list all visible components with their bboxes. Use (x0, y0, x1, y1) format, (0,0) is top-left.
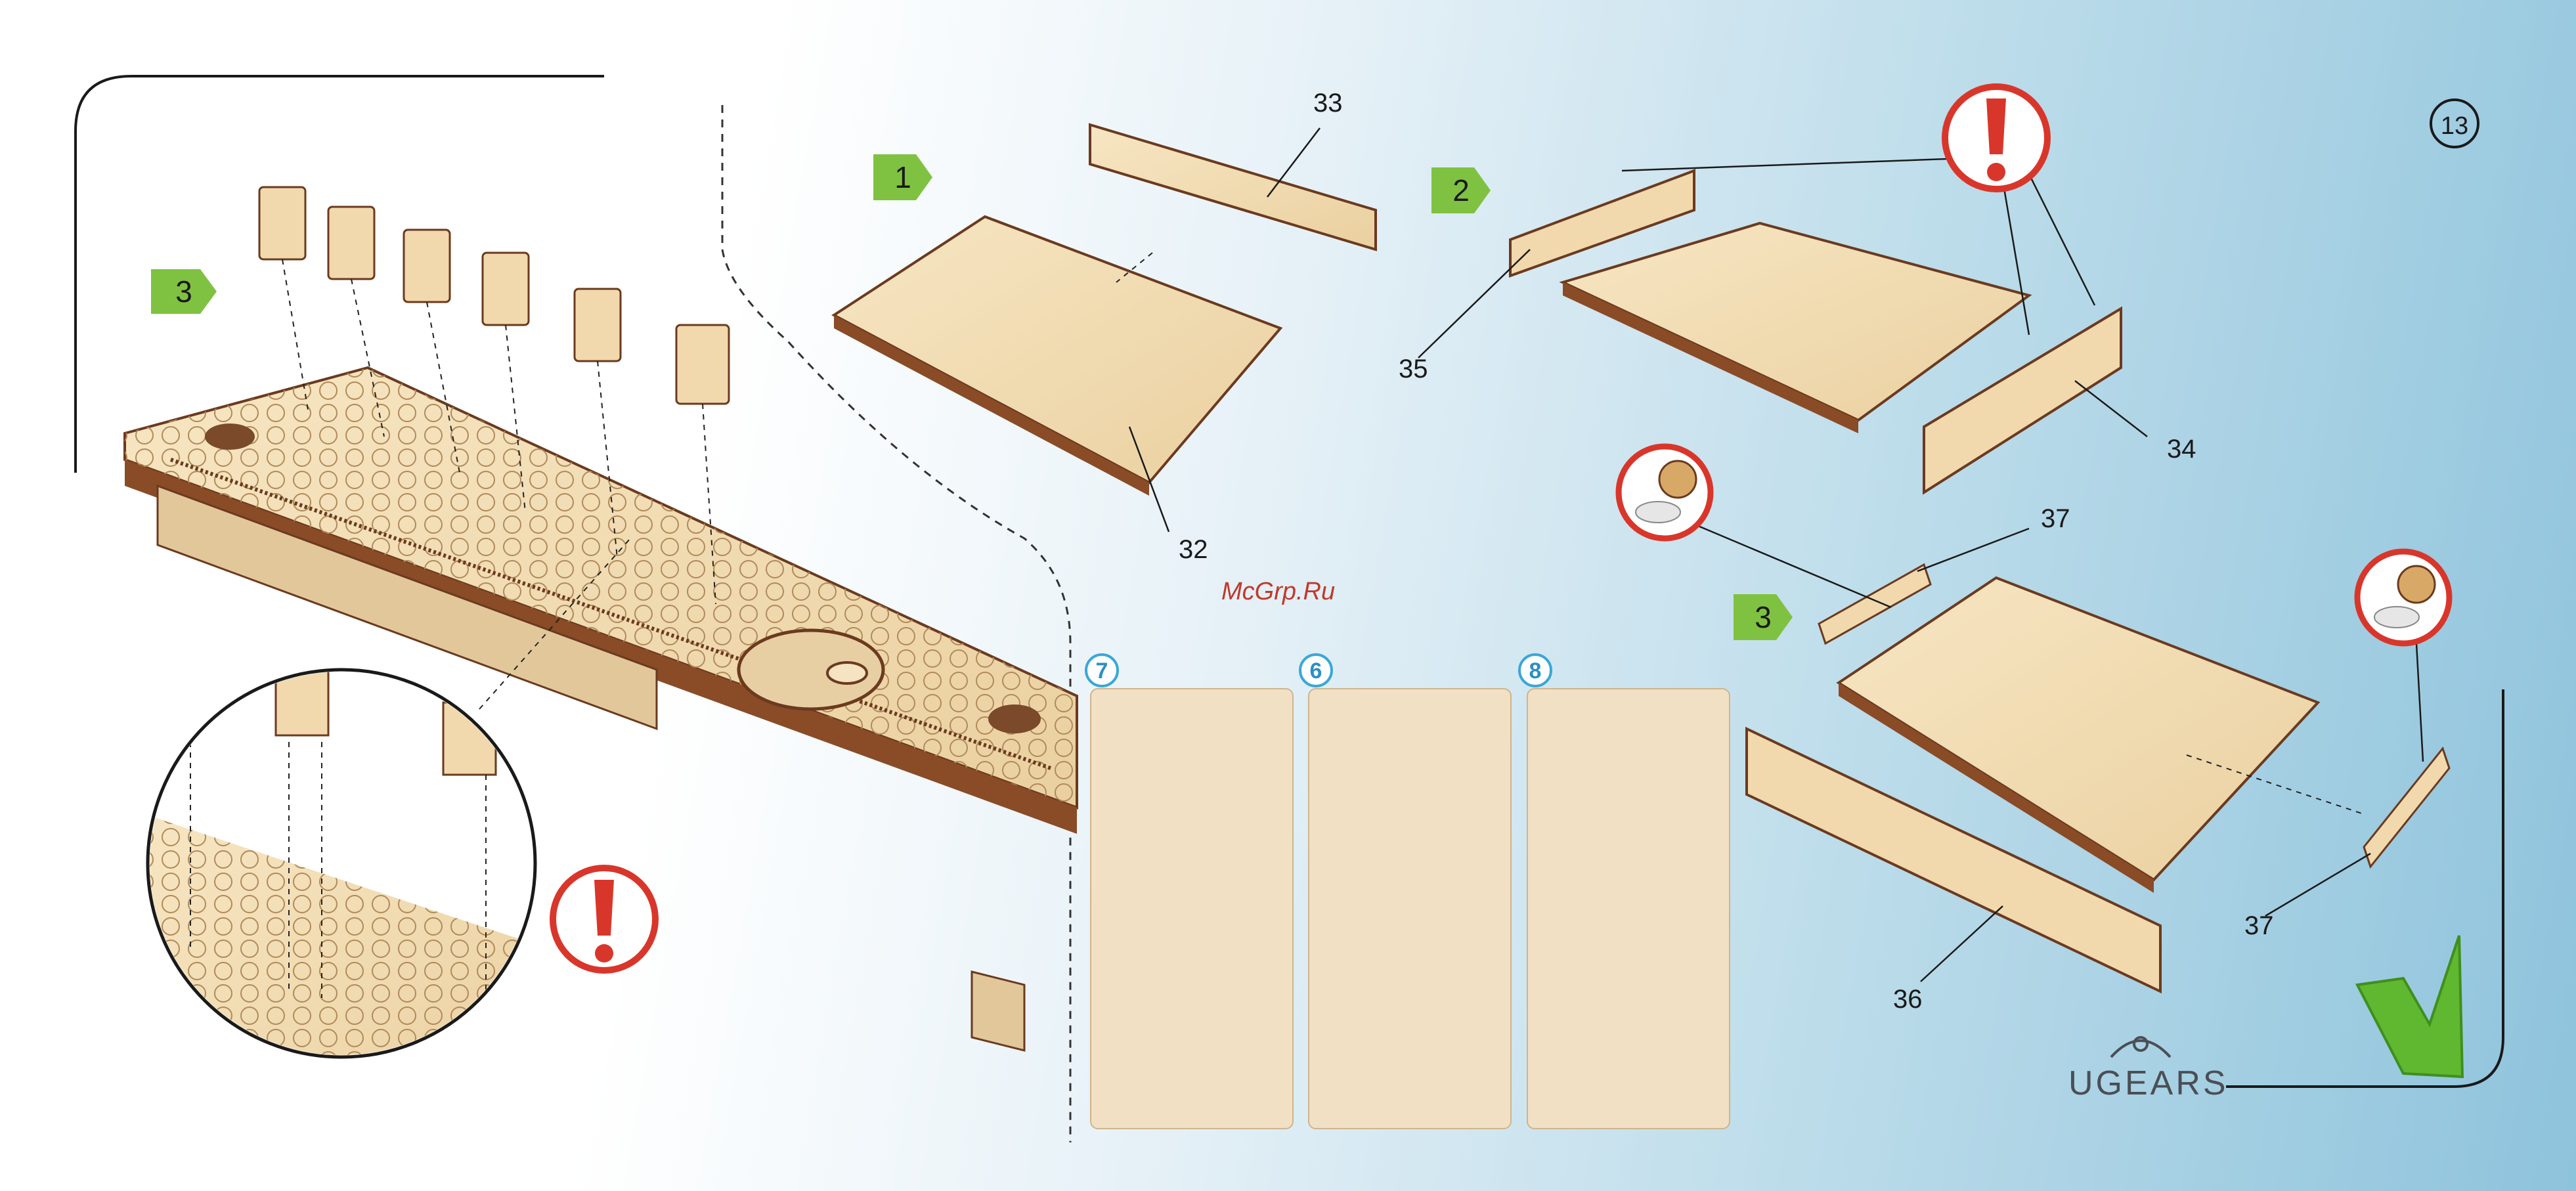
step-1-tag: 1 (877, 155, 929, 200)
step2-parts (1510, 171, 2121, 492)
part-label-37-bottom: 37 (2244, 911, 2274, 941)
sheet-number-8: 8 (1518, 653, 1552, 687)
glue-icon (1619, 446, 1711, 538)
step-number: 1 (877, 155, 929, 200)
part-label-32: 32 (1179, 535, 1208, 565)
step-3-left-tag: 3 (158, 269, 210, 314)
parts-sheet-7 (1090, 688, 1294, 1129)
part-label-33: 33 (1313, 89, 1343, 118)
sheet-number-6: 6 (1299, 653, 1333, 687)
part-label-35: 35 (1399, 355, 1428, 384)
step-3-right-tag: 3 (1737, 595, 1789, 639)
gear-logo-icon (2111, 1037, 2170, 1057)
glue-icon (2357, 552, 2449, 643)
parts-sheet-8 (1527, 688, 1730, 1129)
part-label-37-top: 37 (2041, 504, 2070, 534)
watermark-text: McGrp.Ru (1221, 578, 1335, 606)
step-2-tag: 2 (1435, 168, 1487, 213)
warning-icon (1945, 87, 2047, 189)
part-label-36: 36 (1893, 985, 1923, 1014)
warning-icon (553, 868, 655, 970)
step3-right-parts (1747, 565, 2449, 991)
step-number: 3 (1737, 595, 1789, 639)
pillar-group (259, 187, 729, 404)
step-number: 2 (1435, 168, 1487, 213)
step-number: 3 (158, 269, 210, 314)
check-icon (2357, 936, 2462, 1077)
sheet-number-7: 7 (1085, 653, 1119, 687)
part-label-34: 34 (2167, 435, 2196, 464)
parts-sheet-6 (1308, 688, 1512, 1129)
brand-logo-text: UGEARS (2068, 1064, 2229, 1103)
page-number: 13 (2430, 98, 2479, 148)
